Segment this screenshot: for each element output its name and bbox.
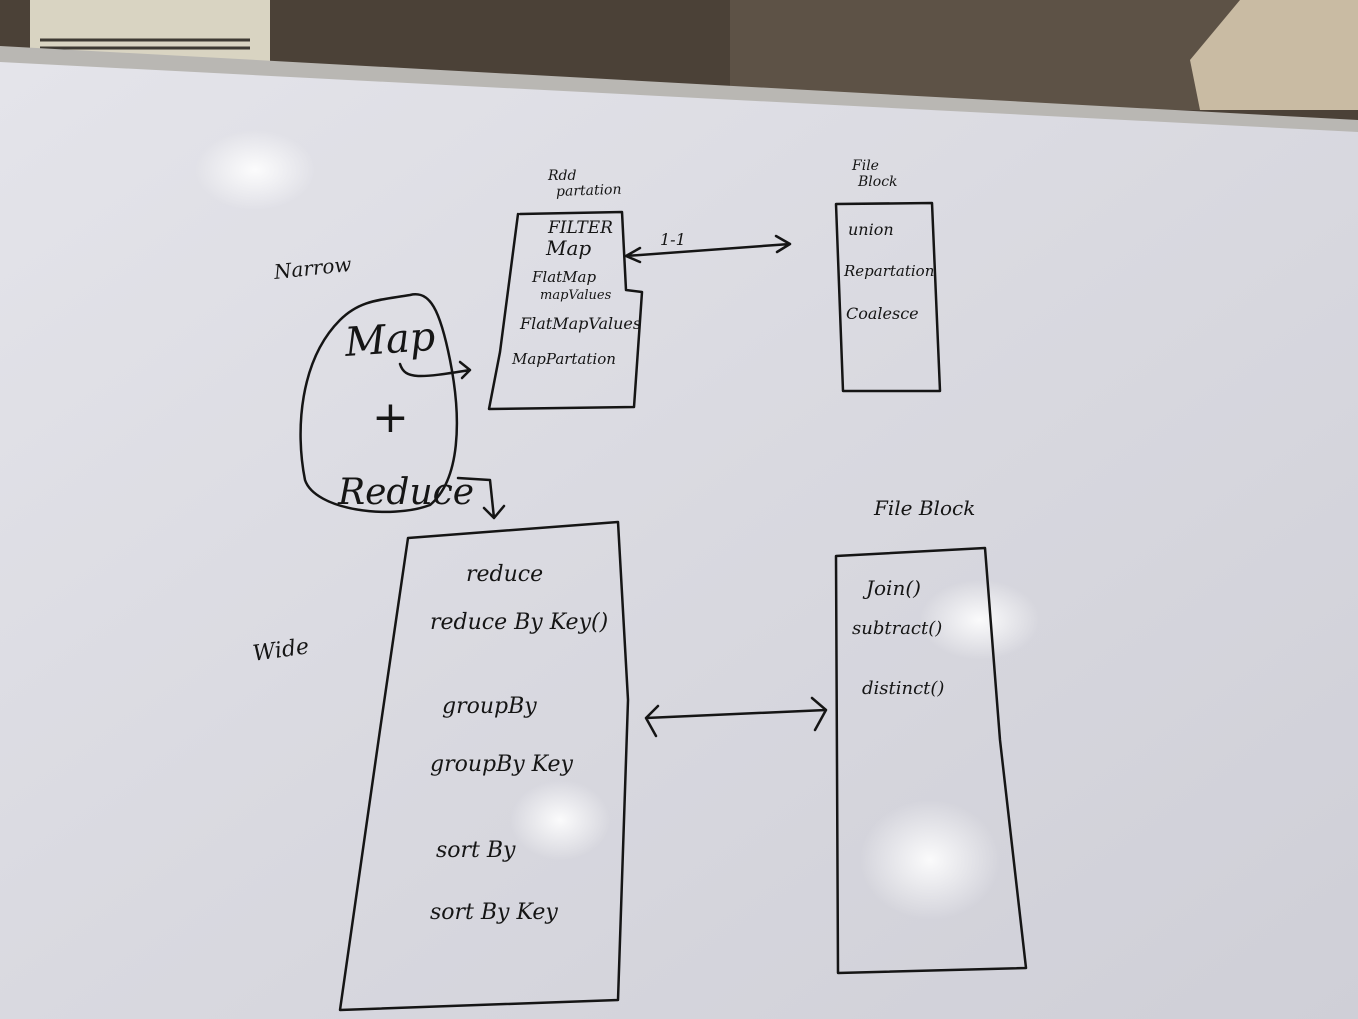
file-block-box-bottom (834, 546, 1028, 975)
rdd-partition-box (487, 210, 644, 411)
op-subtract: subtract() (852, 618, 943, 639)
rdd-header-line1: Rdd (548, 168, 577, 184)
op-mappartition: MapPartation (512, 350, 616, 368)
shuffle-arrow (644, 696, 828, 738)
op-distinct: distinct() (862, 678, 945, 699)
glare (860, 800, 1000, 920)
op-coalesce: Coalesce (846, 304, 919, 323)
map-to-narrow-arrow (398, 360, 472, 380)
op-sortby: sort By (436, 838, 516, 863)
bubble-plus-text: + (372, 392, 409, 443)
op-flatmap: FlatMap (532, 268, 597, 286)
side-table-pattern (40, 38, 250, 50)
file-block-header-bottom: File Block (874, 496, 976, 520)
reduce-to-wide-arrow (456, 476, 506, 520)
glare (195, 130, 315, 210)
op-groupby: groupBy (442, 694, 537, 719)
op-reduce: reduce (466, 562, 544, 587)
op-mapvalues: mapValues (540, 288, 612, 303)
op-groupbykey: groupBy Key (430, 752, 573, 777)
op-map: Map (546, 236, 592, 260)
glare (920, 580, 1040, 660)
op-sortbykey: sort By Key (430, 900, 558, 925)
op-repartition: Repartation (844, 262, 935, 280)
one-to-one-label: 1-1 (660, 230, 686, 249)
cushion (1190, 0, 1358, 110)
rdd-header-line2: partation (555, 181, 622, 200)
map-reduce-bubble (299, 293, 459, 514)
op-filter: FILTER (548, 218, 613, 238)
op-join: Join() (866, 576, 921, 600)
wide-operations-box (338, 520, 630, 1012)
op-union: union (848, 220, 894, 239)
op-flatmapvalues: FlatMapValues (520, 314, 642, 333)
whiteboard-surface (0, 62, 1358, 1019)
bubble-map-text: Map (343, 313, 437, 366)
file-block-box-top (834, 201, 942, 393)
file-block-header-top-line1: File (852, 158, 879, 174)
bubble-reduce-text: Reduce (338, 472, 475, 513)
op-reducebykey: reduce By Key() (430, 610, 609, 635)
glare (510, 780, 610, 860)
file-block-header-top-line2: Block (858, 174, 898, 190)
one-to-one-arrow (624, 234, 792, 264)
